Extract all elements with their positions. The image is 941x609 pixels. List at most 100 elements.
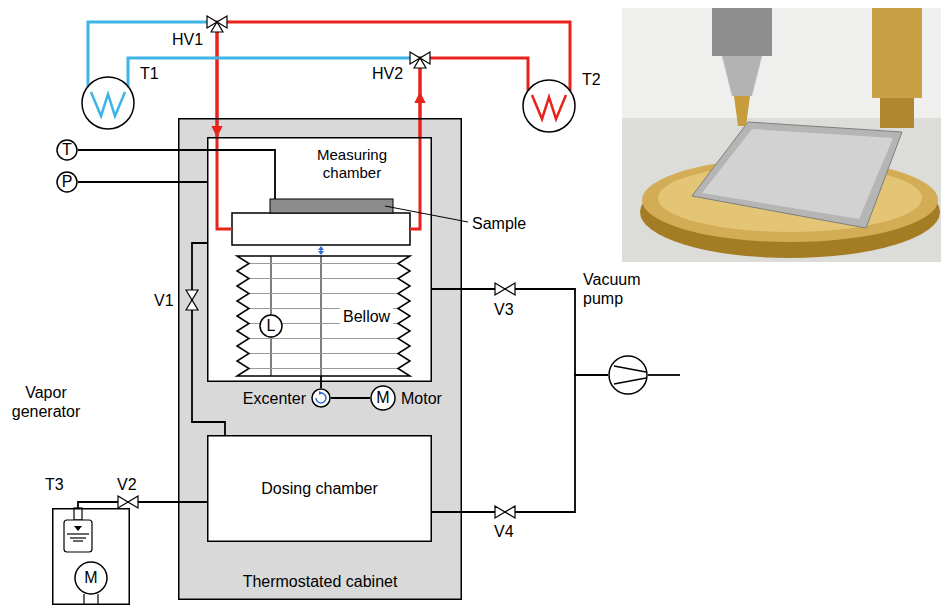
valve-symbol	[186, 290, 198, 300]
arrowhead	[212, 126, 223, 137]
valve-symbol	[128, 496, 138, 508]
shape-fill	[52, 508, 130, 605]
connector-line	[420, 58, 528, 137]
vapor-generator: Vapor generatorM	[52, 508, 130, 605]
valve-label: HV2	[372, 64, 403, 83]
text-holder: T	[56, 139, 78, 161]
connector-line	[432, 375, 608, 512]
sample-plate	[232, 199, 410, 245]
valve-label: V2	[117, 475, 137, 494]
pipe	[415, 58, 529, 137]
sample-photo	[722, 56, 762, 96]
callout-label: Sample	[472, 214, 526, 233]
stroke-arrow	[318, 251, 324, 255]
bellow: Bellow L	[237, 256, 410, 376]
pipe	[128, 58, 426, 137]
sample-plate	[232, 213, 410, 245]
connector-line	[320, 376, 322, 388]
valve-symbol	[505, 506, 515, 518]
heater: M	[74, 561, 108, 595]
sample-photo	[702, 129, 893, 219]
connector-line	[78, 502, 207, 508]
text-holder: Thermostated cabinet	[178, 572, 462, 591]
valve-symbol	[118, 496, 128, 508]
valve-symbol	[505, 283, 515, 295]
thermostat-label: T3	[45, 475, 64, 494]
label-text: Thermostated cabinet	[178, 572, 462, 591]
heating-loop	[410, 137, 420, 229]
shape-fill	[178, 118, 462, 600]
vacuum-pump: Vacuum pump	[608, 355, 648, 395]
sensor-wire	[648, 374, 680, 376]
vapor-bottle	[67, 533, 89, 534]
sample-photo	[622, 8, 941, 262]
sample-photo	[880, 98, 914, 128]
text-holder: P	[56, 171, 78, 193]
text-holder: HV1	[172, 30, 203, 49]
outline	[522, 79, 576, 133]
text-holder: V4	[494, 522, 514, 541]
temperature-sensor: T	[56, 139, 78, 161]
outline	[207, 137, 432, 382]
valve-label: HV1	[172, 30, 203, 49]
outline	[178, 118, 462, 600]
label-text: Bellow	[340, 307, 393, 326]
stroke-arrow	[318, 246, 324, 255]
connector	[78, 150, 207, 151]
valve-symbol	[495, 506, 505, 518]
valve-label: V3	[494, 300, 514, 319]
connector-line	[78, 181, 207, 183]
text-holder: V2	[117, 475, 137, 494]
position-sensor: L	[259, 314, 283, 338]
measuring-chamber: Measuring chamberBellow L	[207, 137, 432, 382]
connector	[432, 375, 608, 512]
bellow-guides	[321, 256, 322, 376]
heat-exchanger: T2	[522, 79, 576, 133]
pipe	[212, 22, 571, 137]
vapor-bottle	[74, 508, 82, 520]
vapor-bottle	[64, 520, 92, 552]
thermostated-cabinet: Thermostated cabinet Measuring chamberBel…	[178, 118, 462, 600]
valve-symbol	[186, 300, 198, 310]
valve-label: V1	[154, 291, 174, 310]
text-holder: Vapor generator	[2, 383, 90, 421]
label-text: T	[62, 140, 72, 159]
text-holder: Excenter	[226, 389, 306, 408]
arrowhead	[212, 126, 223, 137]
label-text: Excenter	[226, 389, 306, 408]
shape-fill	[207, 435, 432, 542]
connector	[331, 398, 370, 399]
sample-photo	[872, 8, 922, 98]
connector	[321, 376, 322, 388]
vapor-bottle	[83, 594, 84, 605]
label-text: M	[84, 568, 97, 587]
vapor-bottle	[70, 537, 86, 538]
text-holder: V1	[154, 291, 174, 310]
text-holder: Bellow	[340, 307, 393, 326]
valve-symbol	[414, 58, 426, 68]
label-text: T1	[140, 64, 159, 83]
vapor-bottle	[97, 594, 98, 605]
label-text: Measuring chamber	[302, 146, 402, 182]
sample-photo	[622, 8, 941, 262]
text-holder: HV2	[372, 64, 403, 83]
label-text: Vacuum pump	[583, 270, 663, 308]
motor: MMotor	[370, 385, 396, 411]
text-holder: Vacuum pump	[583, 270, 663, 308]
sensor-wire	[207, 150, 680, 375]
sample-photo	[734, 96, 750, 126]
pressure-sensor: P	[56, 171, 78, 193]
bellow-guides	[271, 256, 321, 376]
arrowhead	[415, 92, 426, 103]
valve-label: V4	[494, 522, 514, 541]
label-text: L	[267, 316, 276, 335]
excenter: Excenter	[311, 388, 331, 408]
connector-line	[128, 58, 420, 86]
text-holder: T2	[582, 70, 601, 89]
text-holder: T3	[45, 475, 64, 494]
connector	[78, 502, 207, 508]
text-holder: V3	[494, 300, 514, 319]
sample-photo	[692, 122, 902, 228]
heat-exchanger: T1	[81, 76, 135, 130]
